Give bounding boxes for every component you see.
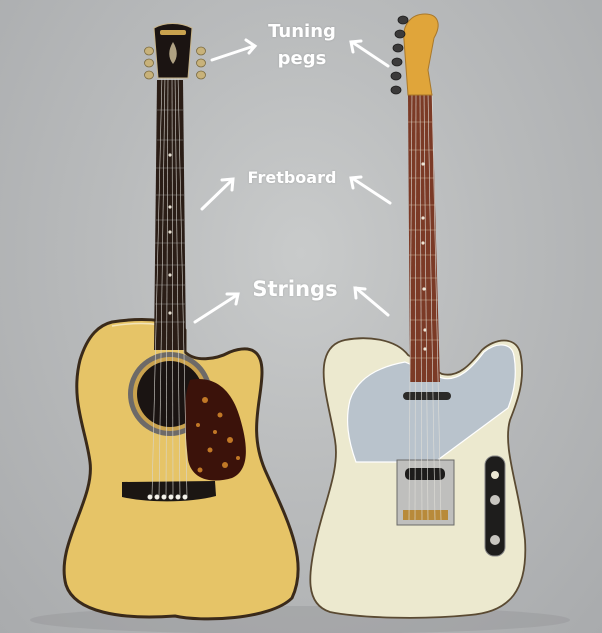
arrow-fretboard-right-icon [349, 175, 392, 205]
arrow-tuning-left-icon [210, 38, 258, 62]
arrow-tuning-right-icon [349, 39, 390, 68]
electric-guitar [309, 13, 527, 619]
label-tuning-pegs: Tuning pegs [262, 18, 342, 72]
annotation-arrows [193, 38, 392, 324]
arrow-strings-right-icon [353, 286, 390, 317]
label-tuning-line2: pegs [277, 48, 327, 69]
acoustic-guitar [62, 23, 300, 621]
label-tuning-line1: Tuning [268, 21, 336, 42]
label-fretboard: Fretboard [247, 168, 337, 187]
arrow-strings-left-icon [193, 292, 240, 324]
label-strings: Strings [252, 277, 338, 301]
arrow-fretboard-left-icon [200, 177, 235, 211]
